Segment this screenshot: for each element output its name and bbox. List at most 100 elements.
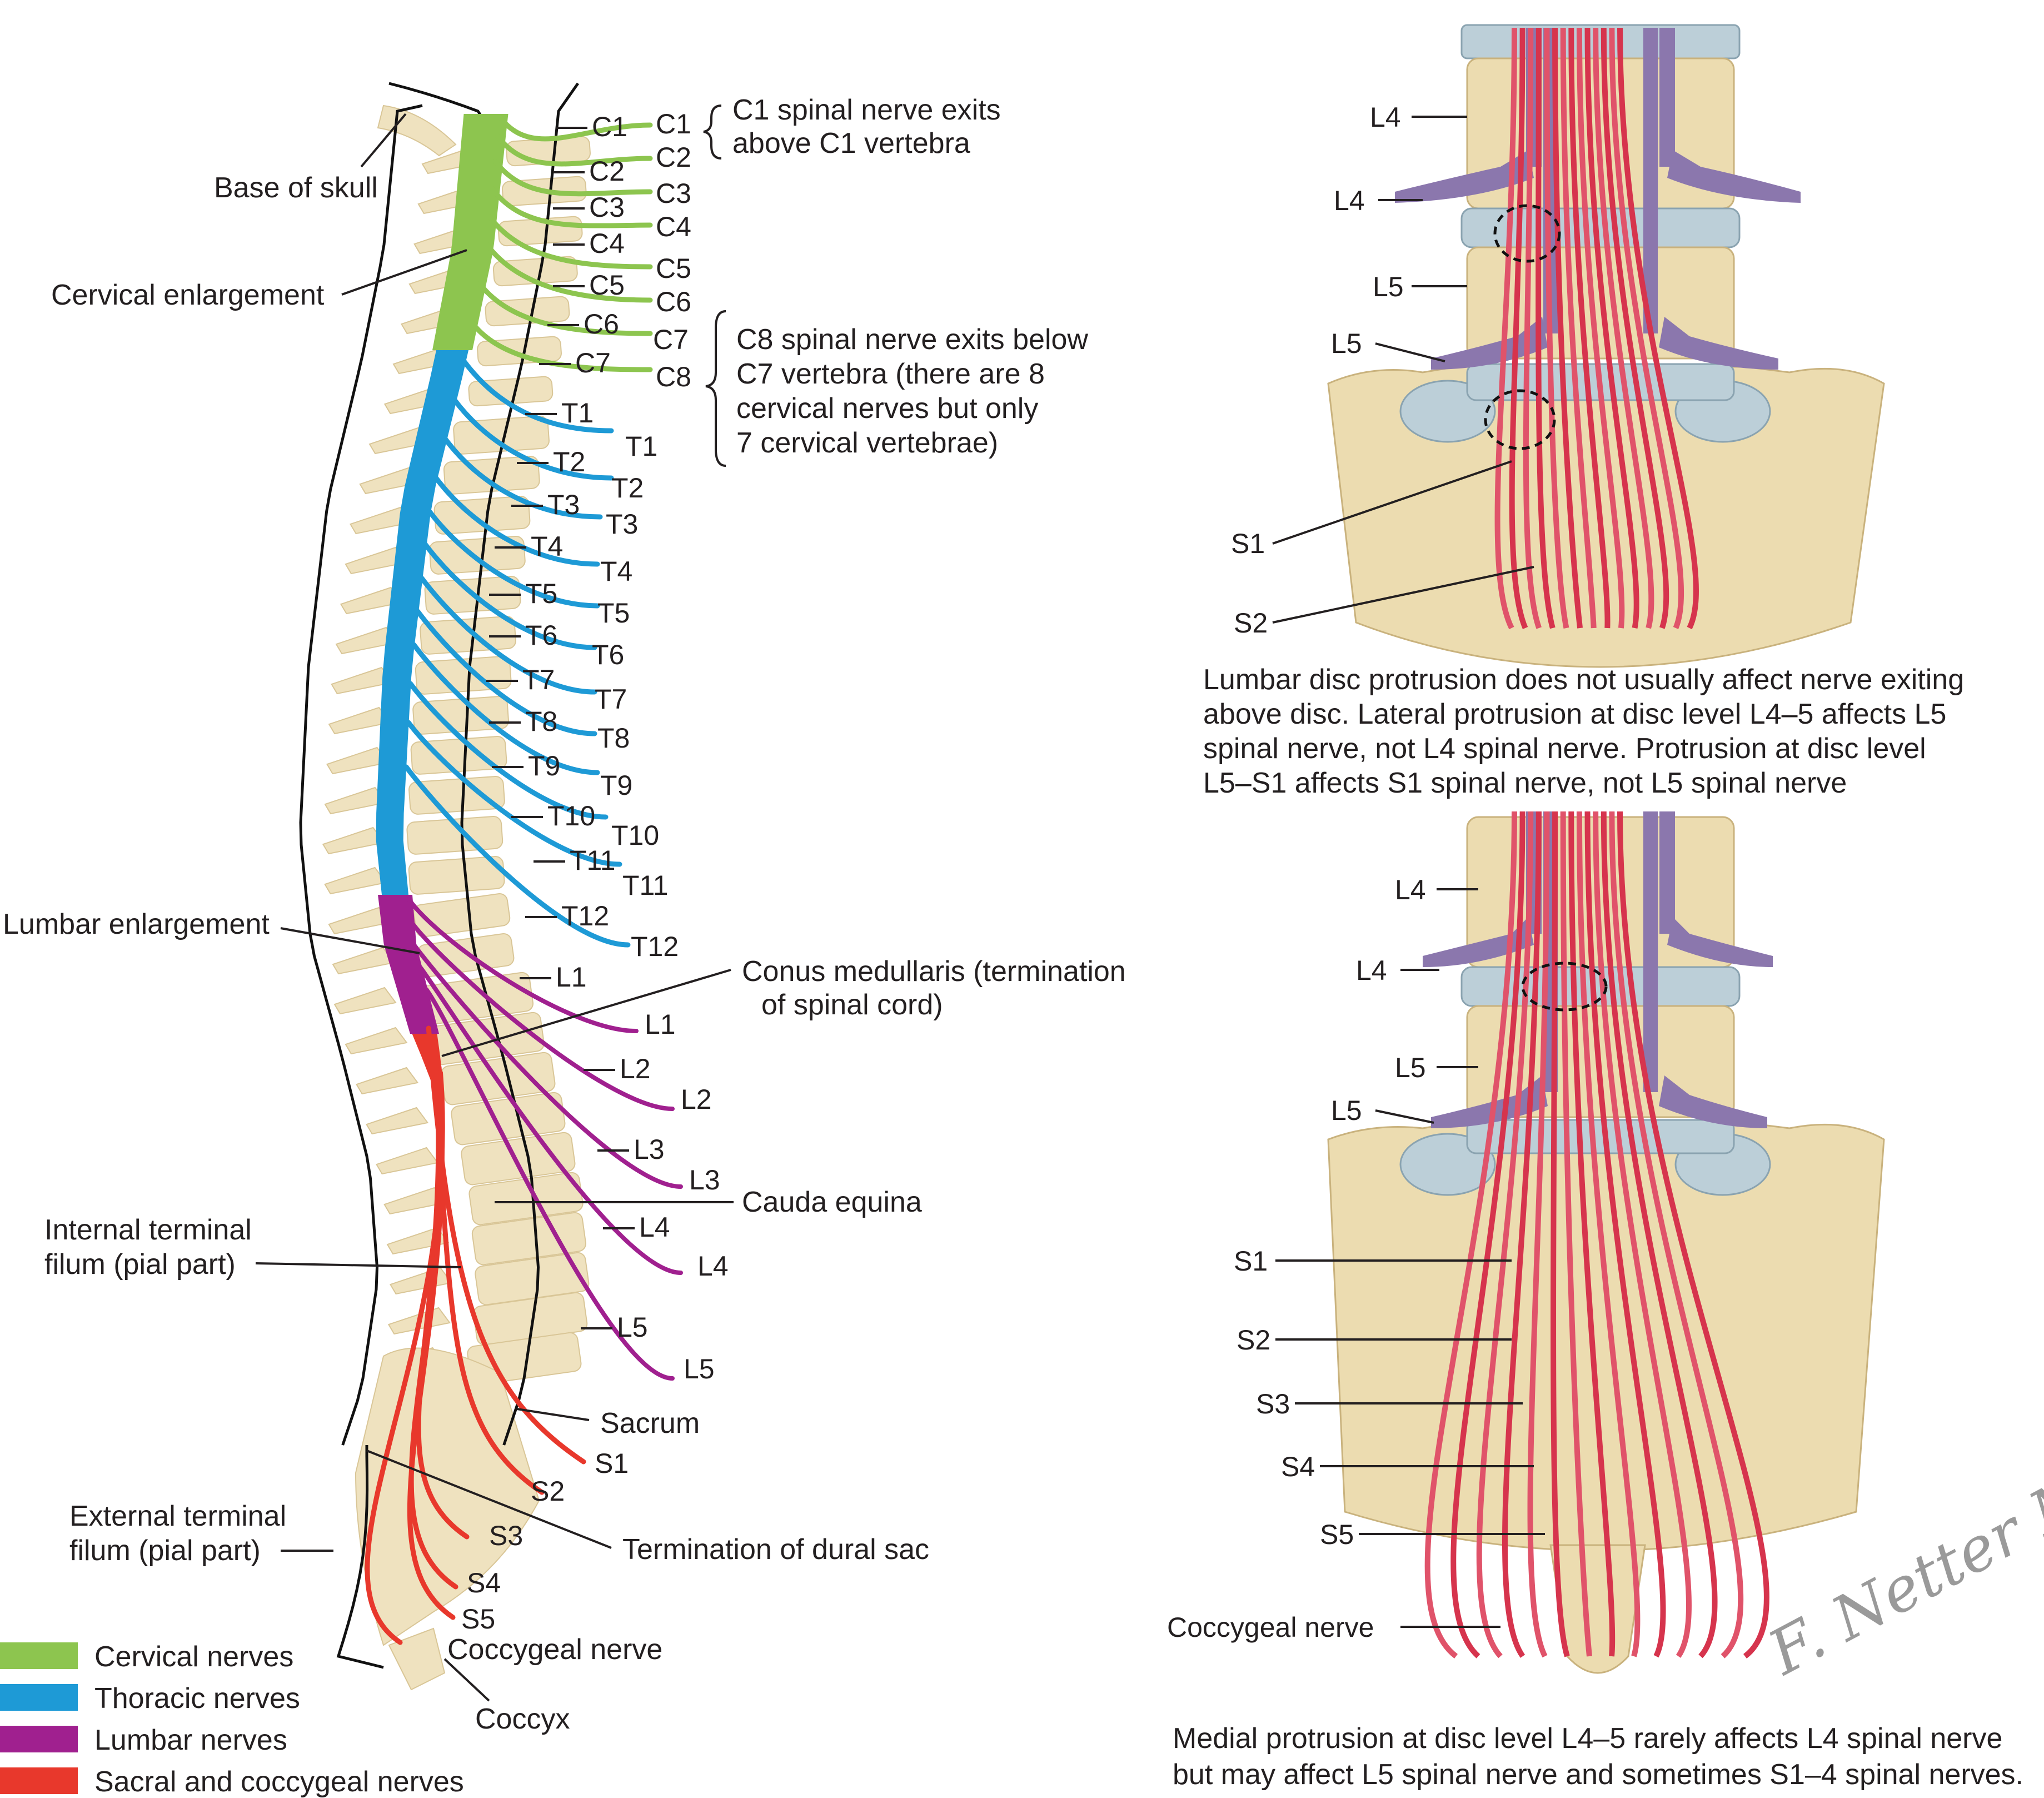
nerve-labels: C1C2C3C4C5C6C7C8T1T2T3T4T5T6T7T8T9T10T11… (461, 108, 729, 1635)
cauda-strand (1551, 811, 1570, 1657)
leader-base-of-skull (360, 113, 407, 168)
disc-top (1460, 24, 1741, 59)
vertebral-body (428, 536, 526, 575)
cauda-strand (1617, 811, 1769, 1658)
leader-tr-s1 (1272, 460, 1512, 545)
legend-label-sacral: Sacral and coccygeal nerves (94, 1766, 464, 1798)
disc-l4-l5 (1460, 207, 1741, 248)
legend-swatch-sacral (0, 1767, 78, 1794)
legend-label-thoracic: Thoracic nerves (94, 1682, 300, 1715)
cervical-nerve (495, 133, 653, 167)
label-external-filum-1: External terminal (69, 1500, 286, 1532)
thoracic-nerve (461, 358, 614, 434)
label-internal-filum-2: filum (pial part) (44, 1248, 236, 1281)
cauda-strand (1601, 811, 1718, 1658)
spinous-process (333, 987, 397, 1015)
coccyx-shape (388, 1627, 446, 1691)
b-sacrum (1327, 1122, 1885, 1552)
vertebral-body (471, 1212, 587, 1266)
nerve-label: T8 (597, 723, 630, 754)
vertebral-body (433, 496, 531, 535)
br-caption-1: Medial protrusion at disc level L4–5 rar… (1173, 1722, 2002, 1755)
label-internal-filum-1: Internal terminal (44, 1214, 252, 1246)
nerve-label: T12 (631, 931, 679, 962)
label-coccygeal-nerve: Coccygeal nerve (447, 1633, 662, 1666)
b-nerve-l4-right (1667, 917, 1773, 967)
dural-sac-right-outline (460, 82, 580, 1446)
cauda-strand (1560, 811, 1592, 1657)
nerve-label: T7 (595, 684, 627, 715)
protrusion-l4-l5 (1493, 204, 1561, 263)
br-caption-2: but may affect L5 spinal nerve and somet… (1173, 1759, 2023, 1791)
label-cauda-equina: Cauda equina (742, 1186, 922, 1218)
cauda-strand (1568, 27, 1611, 629)
vertebra-label: T11 (570, 845, 615, 876)
cauda-strand (1593, 811, 1692, 1658)
tr-label-l4-a: L4 (1370, 102, 1401, 133)
vertebra-label: T5 (525, 578, 557, 609)
legend: Cervical nerves Thoracic nerves Lumbar n… (0, 1641, 464, 1798)
nerve-l5-right (1659, 317, 1778, 370)
br-label-s4: S4 (1281, 1451, 1315, 1482)
spinous-process (389, 1267, 453, 1295)
tr-label-s2: S2 (1234, 607, 1268, 639)
nerve-label: S4 (467, 1567, 501, 1598)
cauda-strand (1536, 27, 1556, 629)
legend-label-lumbar: Lumbar nerves (94, 1724, 287, 1756)
vertebra-label: T1 (561, 397, 594, 429)
vertebra-label: C3 (589, 192, 625, 223)
cauda-strand (1576, 811, 1641, 1657)
lumbar-lateral-protrusion-illustration: L4 L4 L5 L5 S1 S2 Lumbar disc protrusion… (1203, 24, 1964, 799)
tr-label-l4-b: L4 (1334, 185, 1365, 216)
nerve-label: C3 (656, 178, 691, 209)
label-external-filum-2: filum (pial part) (69, 1535, 261, 1567)
spinous-process (332, 947, 395, 975)
leader-br-l5-b (1375, 1109, 1434, 1124)
cauda-strand (1527, 811, 1550, 1658)
cauda-equina-bottom (1424, 811, 1769, 1658)
label-lumbar-enlargement: Lumbar enlargement (3, 908, 270, 940)
cauda-strand (1552, 27, 1583, 629)
nerve-label: S5 (461, 1603, 495, 1635)
nerve-label: T9 (600, 770, 632, 801)
c8-note-line-1: C8 spinal nerve exits below (736, 323, 1088, 356)
cord-lumbar-segment (378, 895, 439, 1034)
br-label-s5: S5 (1320, 1519, 1354, 1550)
cervical-nerve (487, 214, 653, 270)
lumbar-medial-protrusion-illustration: L4 L4 L5 L5 S1 S2 S3 S4 S5 Coccygeal ner… (1167, 811, 2023, 1791)
nerve-label: L4 (697, 1251, 729, 1282)
protrusion-l5-s1 (1484, 389, 1556, 450)
nerve-label: T10 (611, 820, 659, 851)
label-conus-medullaris-1: Conus medullaris (termination (742, 955, 1126, 988)
vertebra-label: C2 (589, 156, 625, 187)
nerve-label: T11 (622, 870, 668, 901)
cauda-strand (1609, 27, 1684, 629)
tr-caption-2: above disc. Lateral protrusion at disc l… (1203, 698, 1946, 730)
vertebra-label: C1 (592, 111, 627, 142)
cord-cervical-segment (432, 114, 508, 350)
cauda-strand (1609, 811, 1744, 1658)
lumbar-nerve (412, 943, 683, 1189)
tr-caption-3: spinal nerve, not L4 spinal nerve. Protr… (1203, 733, 1926, 765)
vertebra-label: C6 (584, 308, 619, 340)
legend-swatch-lumbar (0, 1726, 78, 1752)
br-label-coccygeal-nerve: Coccygeal nerve (1167, 1612, 1374, 1643)
vertebral-body (417, 933, 515, 978)
nerve-label: L1 (645, 1009, 676, 1040)
vertebra-label: C4 (589, 228, 625, 259)
nerve-label: C6 (656, 286, 691, 317)
spinous-process (324, 866, 387, 895)
leader-cervical-enlargement (341, 249, 467, 296)
vertebral-body (413, 893, 511, 938)
c8-note-line-4: 7 cervical vertebrae) (736, 427, 998, 459)
cauda-strand (1584, 27, 1639, 629)
vertebral-body (410, 736, 507, 775)
nerve-label: T2 (611, 472, 644, 504)
nerve-label: S2 (531, 1476, 565, 1507)
tr-caption-4: L5–S1 affects S1 spinal nerve, not L5 sp… (1203, 767, 1847, 799)
label-coccyx: Coccyx (475, 1703, 570, 1735)
nerve-label: C8 (656, 361, 691, 392)
lumbar-nerve (418, 965, 683, 1275)
vertebra-label: T3 (547, 489, 580, 520)
